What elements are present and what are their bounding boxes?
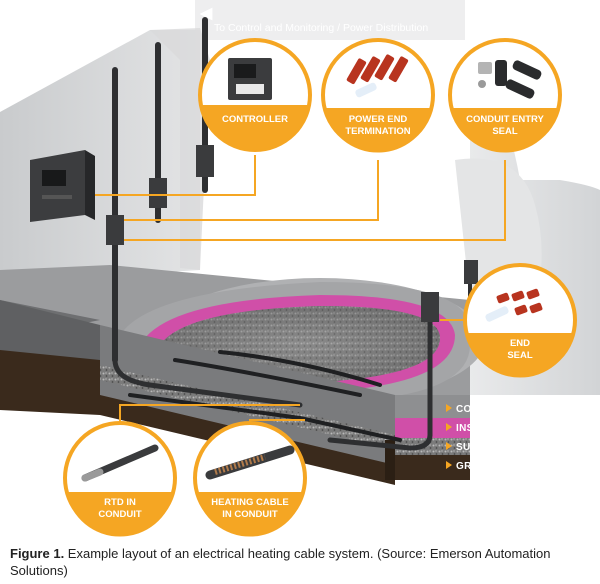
callout-rtd-label-1: RTD IN [104, 497, 136, 508]
callout-heating-cable-label-1: HEATING CABLE [211, 497, 288, 508]
callout-heating-cable-label-2: IN CONDUIT [222, 509, 278, 520]
floor-cables [128, 350, 402, 442]
header-arrow: To Control and Monitoring / Power Distri… [0, 0, 600, 40]
callout-conduit-seal: CONDUIT ENTRY SEAL [448, 38, 562, 153]
callout-conduit-seal-label-2: SEAL [492, 126, 518, 137]
callout-heating-cable: HEATING CABLE IN CONDUIT [193, 421, 307, 537]
layer-label-insulation: INSULATION [456, 423, 519, 434]
callout-rtd: RTD IN CONDUIT [63, 421, 177, 537]
callout-end-seal: END SEAL [463, 263, 577, 378]
layer-label-subfloor: SUB-FLOOR [456, 442, 519, 453]
figure-caption: Figure 1. Example layout of an electrica… [10, 545, 590, 579]
layer-label-concrete: CONCRETE [456, 404, 515, 415]
layer-labels: CONCRETE INSULATION SUB-FLOOR GROUND [446, 404, 519, 472]
callout-controller: CONTROLLER [198, 38, 312, 152]
callout-power-end-label-2: TERMINATION [345, 126, 410, 137]
callout-rtd-label-2: CONDUIT [98, 509, 141, 520]
figure-caption-text: Example layout of an electrical heating … [10, 546, 551, 578]
header-arrow-text: To Control and Monitoring / Power Distri… [214, 22, 428, 34]
figure-caption-label: Figure 1. [10, 546, 65, 561]
callout-conduit-seal-label-1: CONDUIT ENTRY [466, 114, 544, 125]
callout-end-seal-label-2: SEAL [507, 350, 533, 361]
controller-box [30, 150, 95, 222]
conduits [106, 17, 478, 451]
heating-cable-diagram: To Control and Monitoring / Power Distri… [0, 0, 600, 537]
callout-controller-label-1: CONTROLLER [222, 114, 288, 125]
layer-label-ground: GROUND [456, 461, 502, 472]
callout-power-end: POWER END TERMINATION [321, 38, 435, 153]
callout-end-seal-label-1: END [510, 338, 530, 349]
callout-power-end-label-1: POWER END [349, 114, 408, 125]
